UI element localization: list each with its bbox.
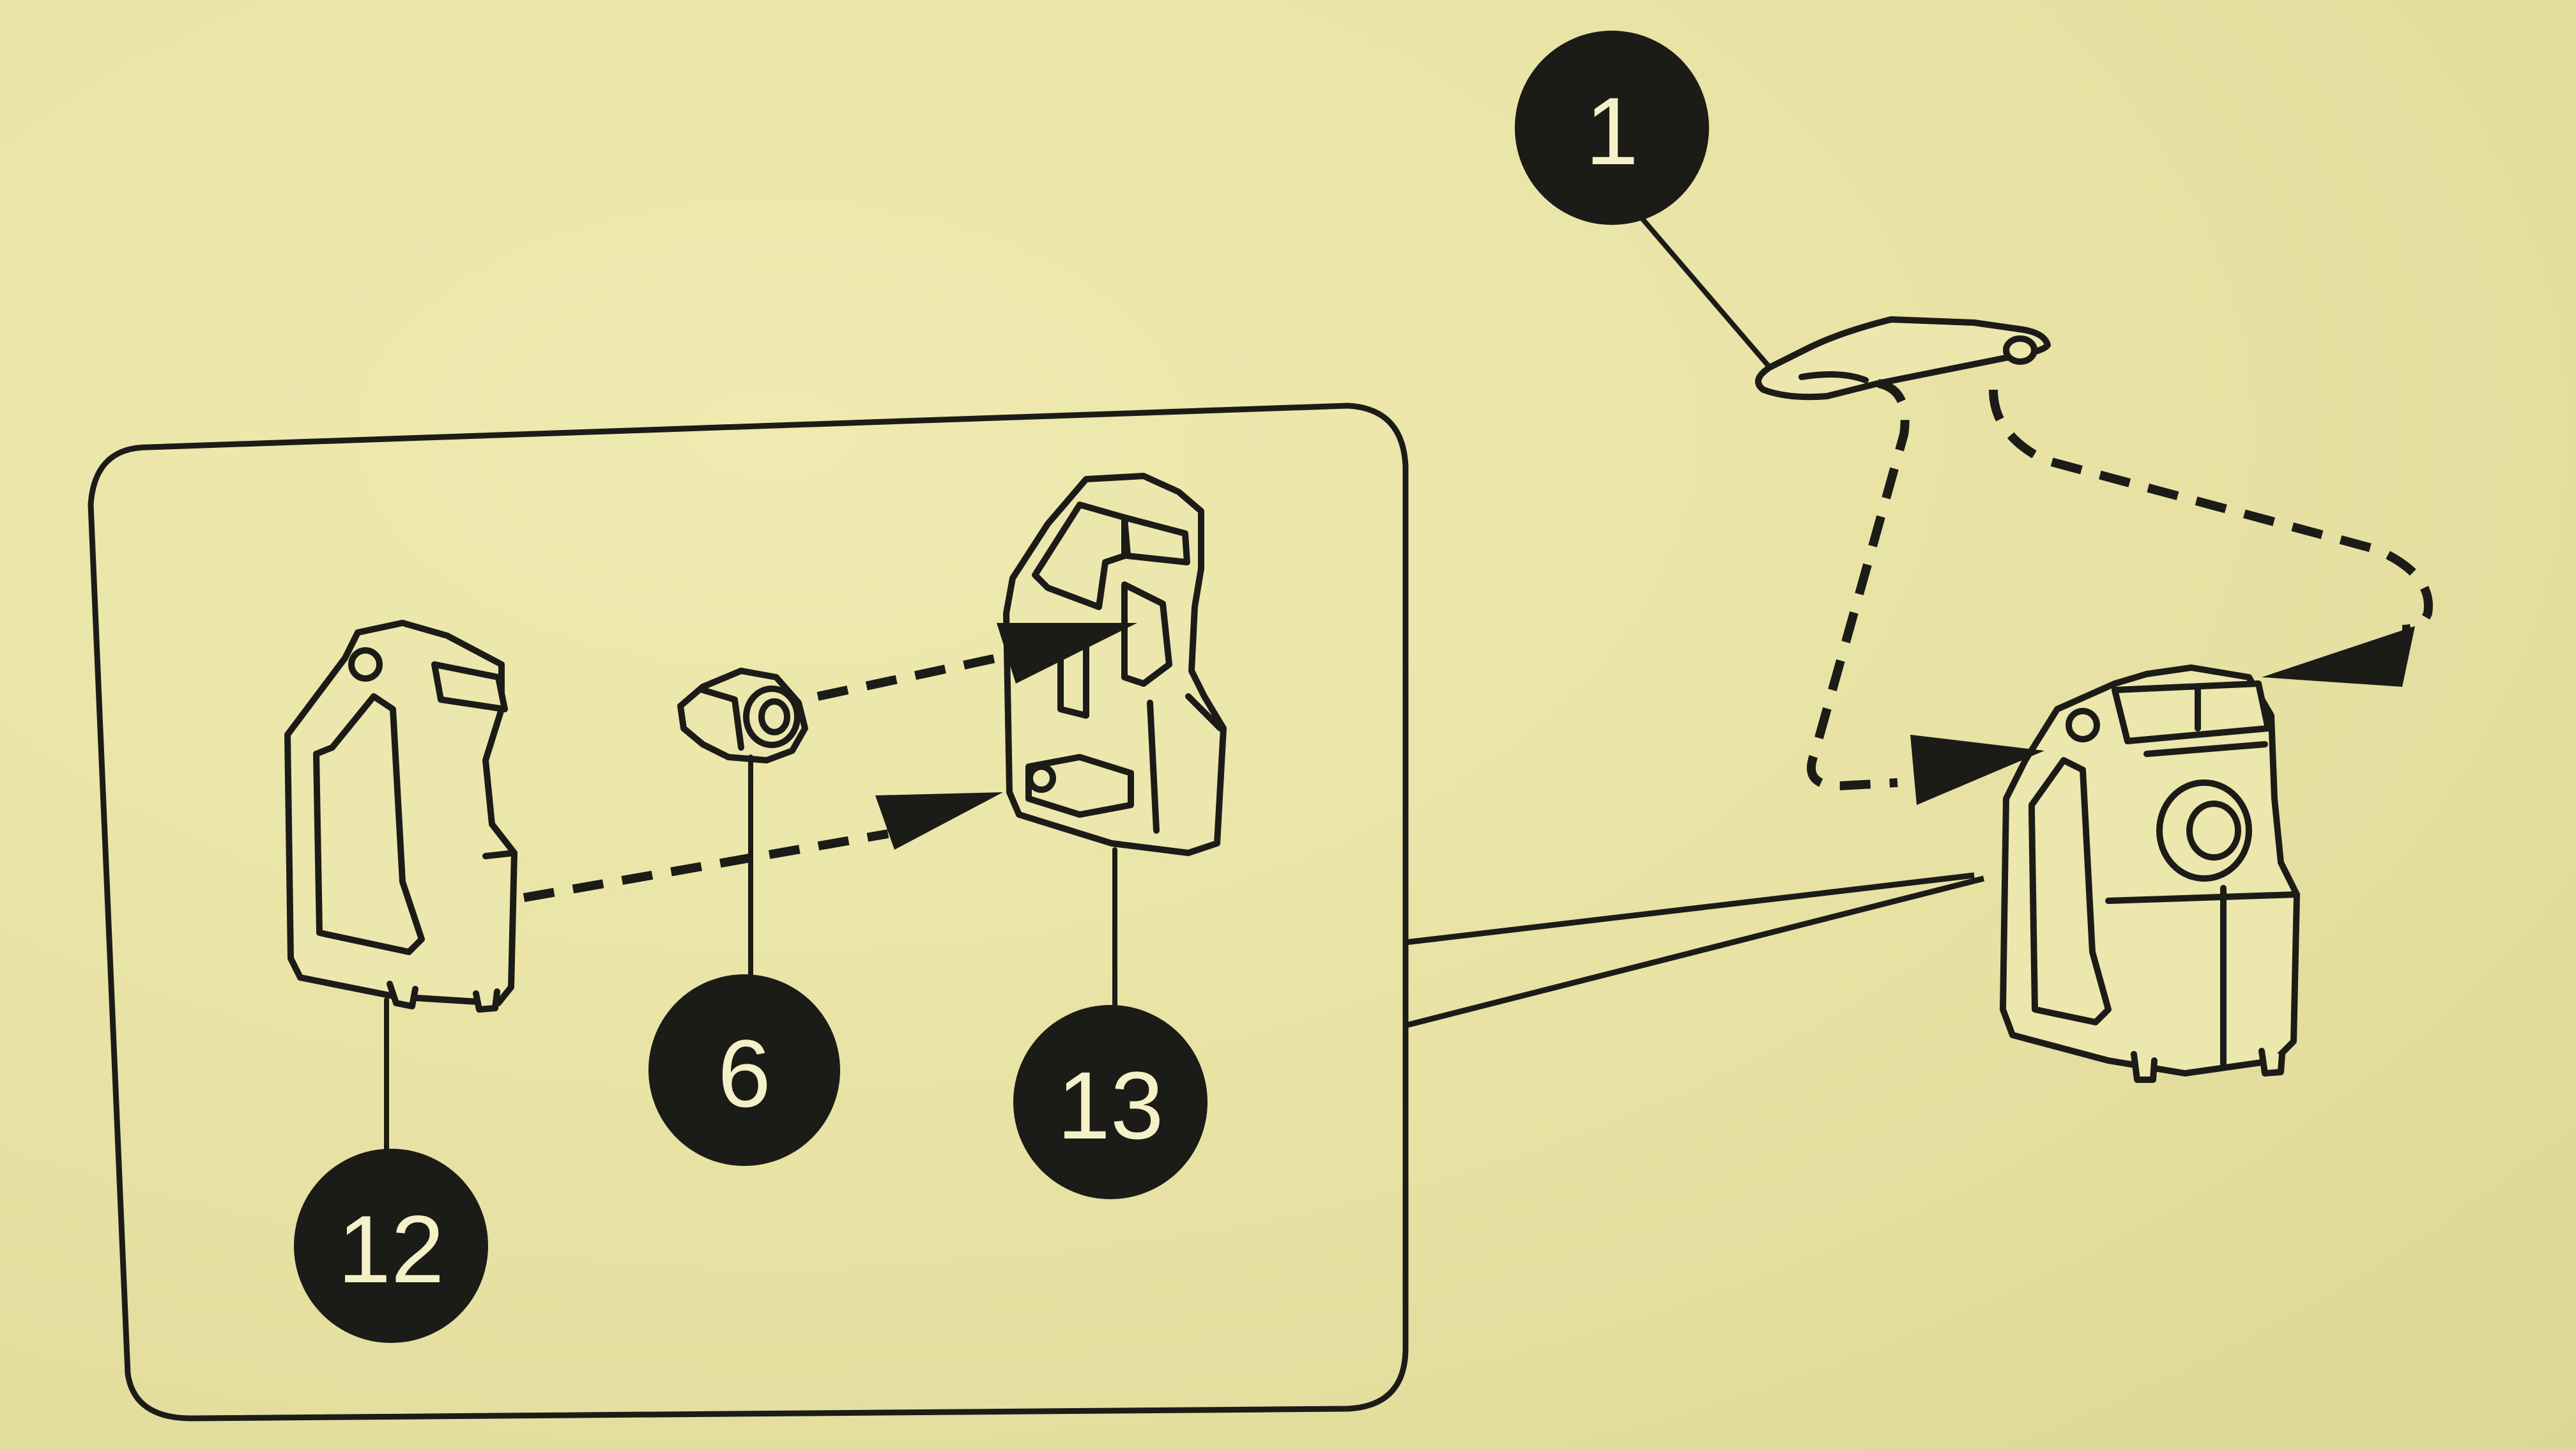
guide-line-clip-left [1807,379,1910,791]
badge-13: 13 [1013,1005,1208,1199]
arrow-clip-left [1910,735,2044,805]
arrow-6-to-13 [997,623,1137,684]
badge-12-label: 12 [338,1195,445,1303]
guide-line-clip-right [1989,389,2433,634]
assembly-guides [523,379,2433,902]
badge-12: 12 [294,1149,488,1343]
arrow-clip-right [2262,626,2415,687]
guide-line-6-to-13 [816,654,998,701]
housing-half-icon [284,620,518,1013]
badge-1: 1 [1515,31,1709,225]
callout-line-bottom [1404,875,1985,1029]
callout-line-top [1405,872,1975,946]
guide-line-12-to-13 [523,829,889,902]
assembled-housing-icon [2000,664,2300,1083]
badge-1-label: 1 [1585,77,1638,185]
badge-6: 6 [648,974,840,1166]
detail-inset-frame [88,402,1409,1422]
badge-13-label: 13 [1057,1052,1164,1159]
arrow-12-to-13 [875,792,1003,850]
nut-part-icon [677,668,808,763]
housing-base-icon [1003,473,1227,856]
clip-part-icon [1755,316,2051,401]
badge-6-label: 6 [717,1020,770,1127]
leader-line-1 [1633,208,1772,370]
